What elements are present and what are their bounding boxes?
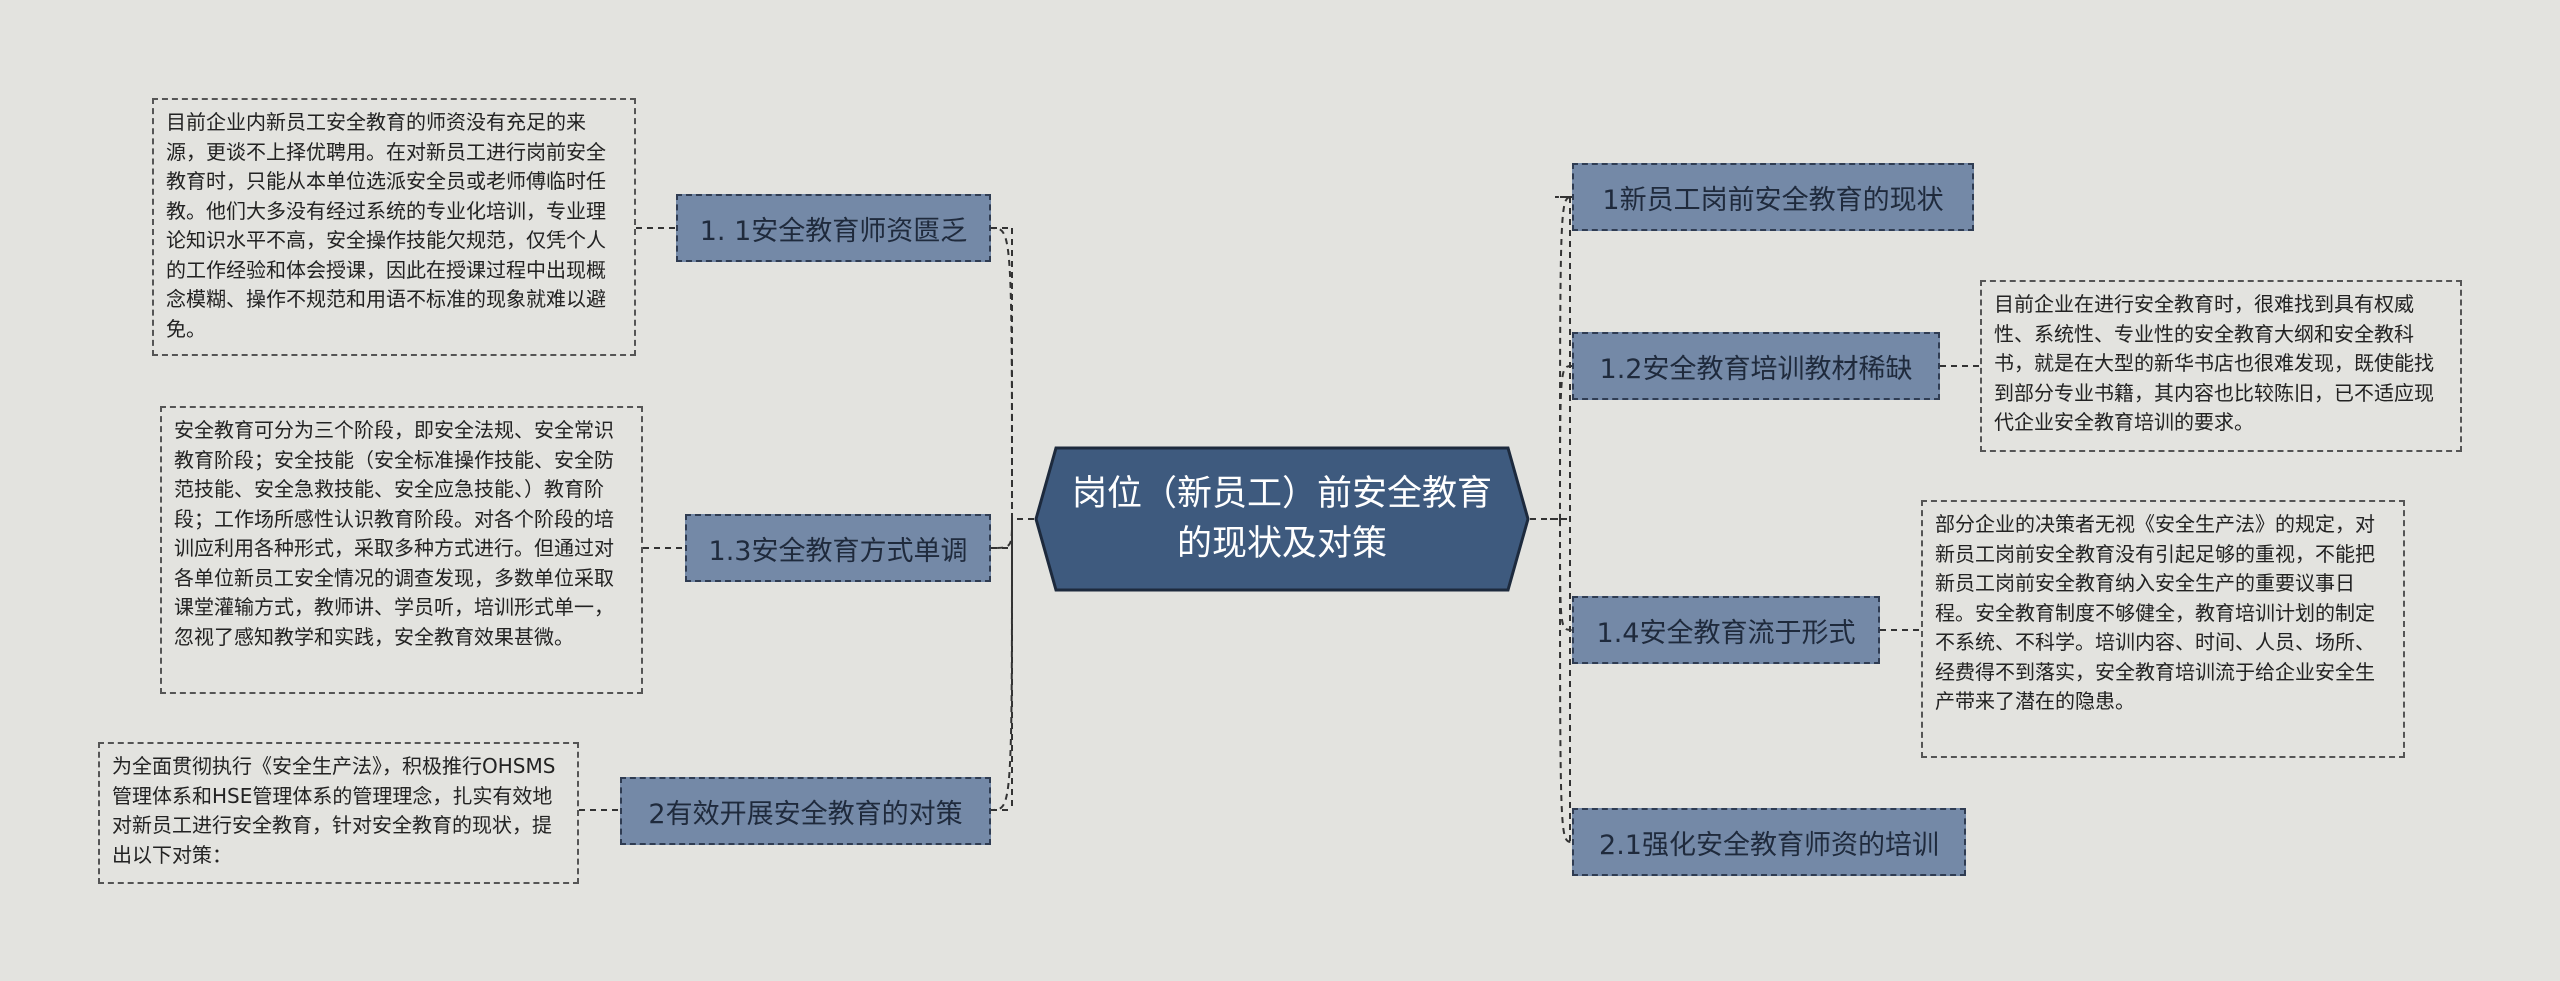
note-teacher-shortage: 目前企业内新员工安全教育的师资没有充足的来源，更谈不上择优聘用。在对新员工进行岗…	[152, 98, 636, 356]
right-branch-3-curve	[1559, 519, 1573, 631]
note-formalism: 部分企业的决策者无视《安全生产法》的规定，对新员工岗前安全教育没有引起足够的重视…	[1921, 500, 2405, 758]
central-topic[interactable]: 岗位（新员工）前安全教育的现状及对策	[1034, 446, 1530, 592]
branch-formalism[interactable]: 1.4安全教育流于形式	[1572, 596, 1880, 664]
left-branch-1-curve	[990, 227, 1013, 520]
left-branch-2-curve	[990, 518, 1013, 549]
note-textbook-shortage: 目前企业在进行安全教育时，很难找到具有权威性、系统性、专业性的安全教育大纲和安全…	[1980, 280, 2462, 452]
branch-countermeasures[interactable]: 2有效开展安全教育的对策	[620, 777, 991, 845]
right-branch-2-curve	[1559, 365, 1573, 521]
branch-teaching-method[interactable]: 1.3安全教育方式单调	[685, 514, 991, 582]
note-countermeasures: 为全面贯彻执行《安全生产法》，积极推行OHSMS管理体系和HSE管理体系的管理理…	[98, 742, 579, 884]
right-branch-1-curve	[1559, 196, 1573, 521]
branch-textbook-shortage[interactable]: 1.2安全教育培训教材稀缺	[1572, 332, 1940, 400]
central-topic-title: 岗位（新员工）前安全教育的现状及对策	[1071, 474, 1492, 564]
right-branch-4-curve	[1559, 519, 1573, 843]
branch-teacher-training[interactable]: 2.1强化安全教育师资的培训	[1572, 808, 1966, 876]
central-topic-shape	[1034, 446, 1530, 592]
branch-current-status[interactable]: 1新员工岗前安全教育的现状	[1572, 163, 1974, 231]
branch-teacher-shortage[interactable]: 1. 1安全教育师资匮乏	[676, 194, 991, 262]
left-branch-3-curve	[990, 518, 1013, 811]
note-teaching-method: 安全教育可分为三个阶段，即安全法规、安全常识教育阶段；安全技能（安全标准操作技能…	[160, 406, 643, 694]
